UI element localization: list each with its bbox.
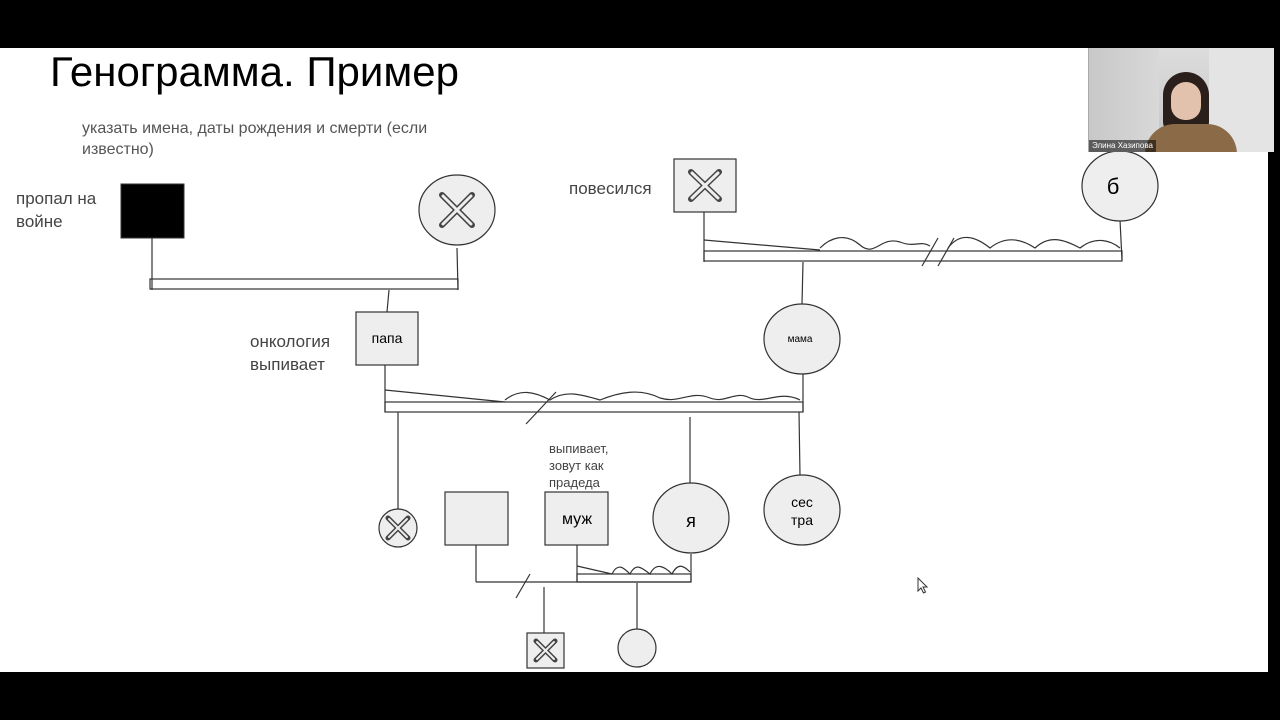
papa-label: папа <box>372 330 403 346</box>
note-line: выпивает, <box>549 441 609 456</box>
sister-label-line1: сес <box>791 494 813 510</box>
note-husband: выпивает, зовут как прадеда <box>549 440 608 491</box>
conflict-wavy-line <box>611 565 691 576</box>
conflict-wavy-line <box>819 236 1121 250</box>
husband-label: муж <box>562 511 592 528</box>
divorce-slash <box>525 391 557 425</box>
connector-line <box>386 289 390 313</box>
papa-square <box>355 311 419 366</box>
deceased-child <box>526 632 565 669</box>
webcam-person-face <box>1171 82 1201 120</box>
genogram-diagram: б папа мама муж я сес тра <box>120 150 1159 669</box>
union-line-paternal-grandparents <box>149 278 459 290</box>
cross-inner <box>690 171 720 200</box>
cross-stroke <box>441 194 473 226</box>
conflict-wavy-line <box>504 391 801 401</box>
slide-subtitle: указать имена, даты рождения и смерти (е… <box>82 120 428 158</box>
screen-edge <box>1268 48 1280 672</box>
union-line-maternal-grandparents <box>703 250 1123 262</box>
cross-stroke <box>690 171 720 200</box>
ex-partner-square <box>444 491 509 546</box>
union-line-me <box>576 573 692 583</box>
note-hanged: повесился <box>569 179 652 198</box>
deceased-grandmother-paternal <box>418 174 496 246</box>
note-line: прадеда <box>549 475 600 490</box>
note-line: онкология <box>250 332 331 351</box>
webcam-person-body <box>1145 124 1237 152</box>
connector-line <box>801 261 804 305</box>
participant-name-tag: Элина Хазипова <box>1089 140 1156 152</box>
note-line: пропал на <box>16 189 97 208</box>
husband-square <box>544 491 609 546</box>
note-line: зовут как <box>549 458 604 473</box>
sister-label-line2: тра <box>791 512 813 528</box>
cross-inner <box>536 641 555 660</box>
mouse-cursor-icon <box>917 577 929 594</box>
presentation-slide: Генограмма. Пример указать имена, даты р… <box>0 48 1268 672</box>
connector-line <box>798 411 801 477</box>
webcam-video-tile[interactable]: Элина Хазипова <box>1088 48 1274 152</box>
cross-stroke <box>536 641 555 660</box>
conflict-line <box>384 389 506 403</box>
divorce-slash <box>515 573 531 599</box>
mama-circle <box>763 303 841 375</box>
cross-inner <box>441 194 473 226</box>
divorce-slash <box>937 237 955 267</box>
me-label: я <box>686 511 696 531</box>
conflict-line <box>576 565 613 575</box>
webcam-background <box>1089 48 1159 152</box>
note-line: выпивает <box>250 355 325 374</box>
grandmother-circle <box>1081 150 1159 222</box>
deceased-sibling <box>378 508 418 548</box>
note-missing-at-war: пропал на войне <box>16 187 96 233</box>
mama-label: мама <box>788 334 813 345</box>
grandmother-label: б <box>1107 174 1120 199</box>
note-oncology: онкология выпивает <box>250 330 330 376</box>
cross-inner <box>388 518 408 538</box>
deceased-grandfather-maternal <box>673 158 737 213</box>
divorce-slash <box>921 237 939 267</box>
cross-stroke <box>388 518 408 538</box>
slide-title: Генограмма. Пример <box>50 48 459 95</box>
conflict-line <box>703 239 821 251</box>
me-circle <box>652 482 730 554</box>
union-line-parents <box>384 401 804 413</box>
sister-circle <box>763 474 841 546</box>
deceased-black-square <box>120 183 185 239</box>
daughter-circle <box>617 628 657 668</box>
note-line: войне <box>16 212 63 231</box>
